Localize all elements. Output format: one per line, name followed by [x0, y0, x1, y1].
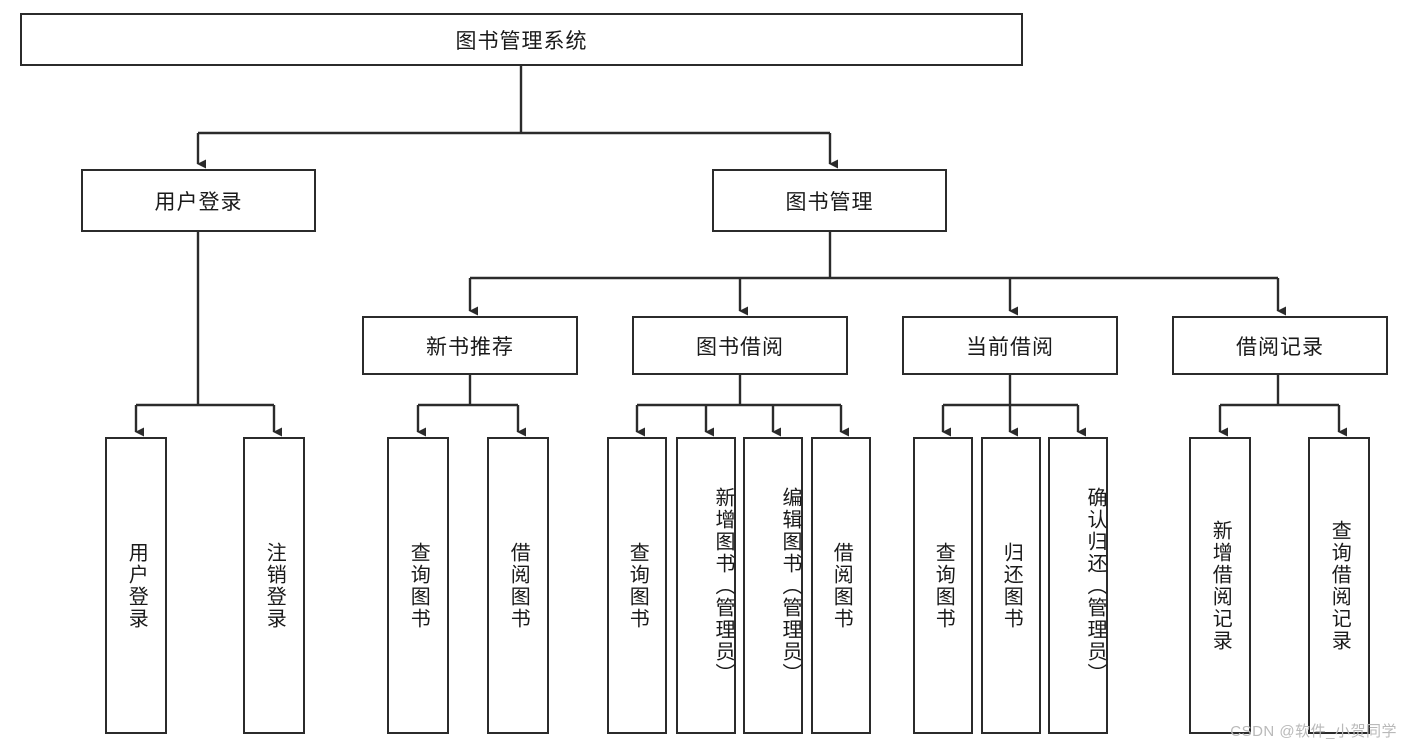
- node-leaf-borrow-book-2[interactable]: 借阅图书: [811, 437, 871, 734]
- node-leaf-return-book[interactable]: 归还图书: [981, 437, 1041, 734]
- node-leaf-add-record[interactable]: 新增借阅记录: [1189, 437, 1251, 734]
- watermark-text: CSDN @软件_小贺同学: [1230, 723, 1397, 740]
- node-root[interactable]: 图书管理系统: [20, 13, 1023, 66]
- node-new-book-rec[interactable]: 新书推荐: [362, 316, 578, 375]
- node-leaf-query-book-2[interactable]: 查询图书: [607, 437, 667, 734]
- node-leaf-borrow-book-1[interactable]: 借阅图书: [487, 437, 549, 734]
- node-leaf-query-record[interactable]: 查询借阅记录: [1308, 437, 1370, 734]
- node-leaf-query-book-3[interactable]: 查询图书: [913, 437, 973, 734]
- node-leaf-confirm-return[interactable]: 确认归还（管理员）: [1048, 437, 1108, 734]
- node-borrow-record[interactable]: 借阅记录: [1172, 316, 1388, 375]
- node-leaf-query-book-1[interactable]: 查询图书: [387, 437, 449, 734]
- node-leaf-user-login[interactable]: 用户登录: [105, 437, 167, 734]
- node-book-manage[interactable]: 图书管理: [712, 169, 947, 232]
- node-leaf-edit-book[interactable]: 编辑图书（管理员）: [743, 437, 803, 734]
- node-user-login[interactable]: 用户登录: [81, 169, 316, 232]
- node-book-borrow[interactable]: 图书借阅: [632, 316, 848, 375]
- node-current-borrow[interactable]: 当前借阅: [902, 316, 1118, 375]
- node-leaf-add-book[interactable]: 新增图书（管理员）: [676, 437, 736, 734]
- node-leaf-logout[interactable]: 注销登录: [243, 437, 305, 734]
